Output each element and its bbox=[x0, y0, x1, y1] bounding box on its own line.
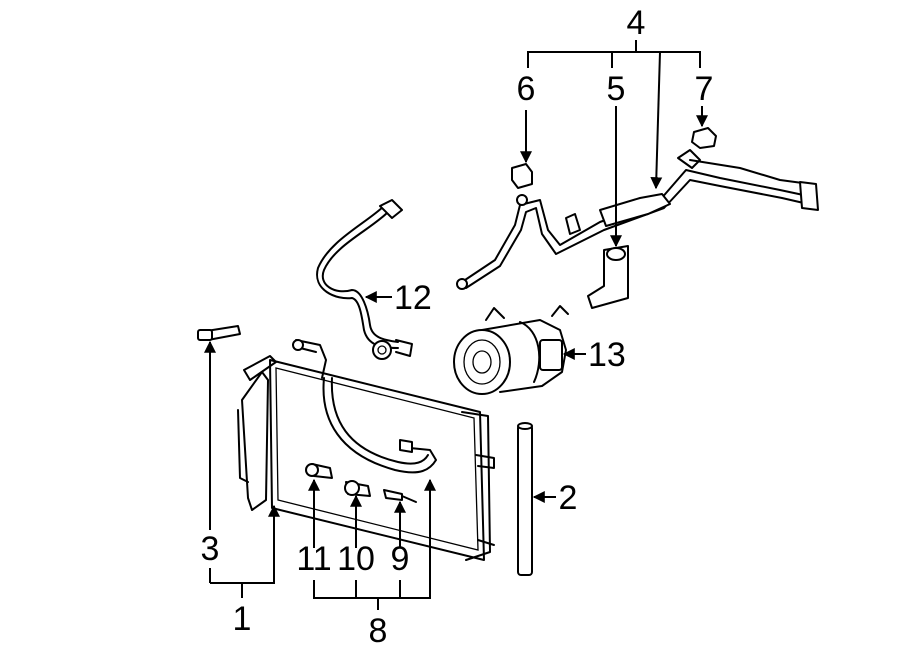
callout-9: 9 bbox=[391, 540, 410, 578]
callout-10: 10 bbox=[337, 540, 375, 578]
callout-7: 7 bbox=[695, 70, 714, 108]
pin-part-3 bbox=[197, 325, 241, 341]
callout-4: 4 bbox=[627, 4, 646, 42]
callout-8: 8 bbox=[369, 612, 388, 650]
callout-2: 2 bbox=[559, 479, 578, 517]
callout-labels: 1 2 3 4 5 6 7 8 9 10 11 12 13 bbox=[201, 4, 714, 650]
dryer bbox=[517, 422, 533, 576]
callout-12: 12 bbox=[394, 279, 432, 317]
callout-6: 6 bbox=[517, 70, 536, 108]
callout-1: 1 bbox=[233, 600, 252, 638]
callout-13: 13 bbox=[588, 336, 626, 374]
callout-5: 5 bbox=[607, 70, 626, 108]
leader-lines bbox=[204, 40, 708, 610]
callout-3: 3 bbox=[201, 530, 220, 568]
ac-line-assembly bbox=[456, 127, 819, 309]
callout-11: 11 bbox=[296, 540, 331, 578]
compressor bbox=[453, 305, 569, 395]
hose-assembly-12 bbox=[316, 199, 413, 360]
condenser-line bbox=[322, 377, 437, 474]
